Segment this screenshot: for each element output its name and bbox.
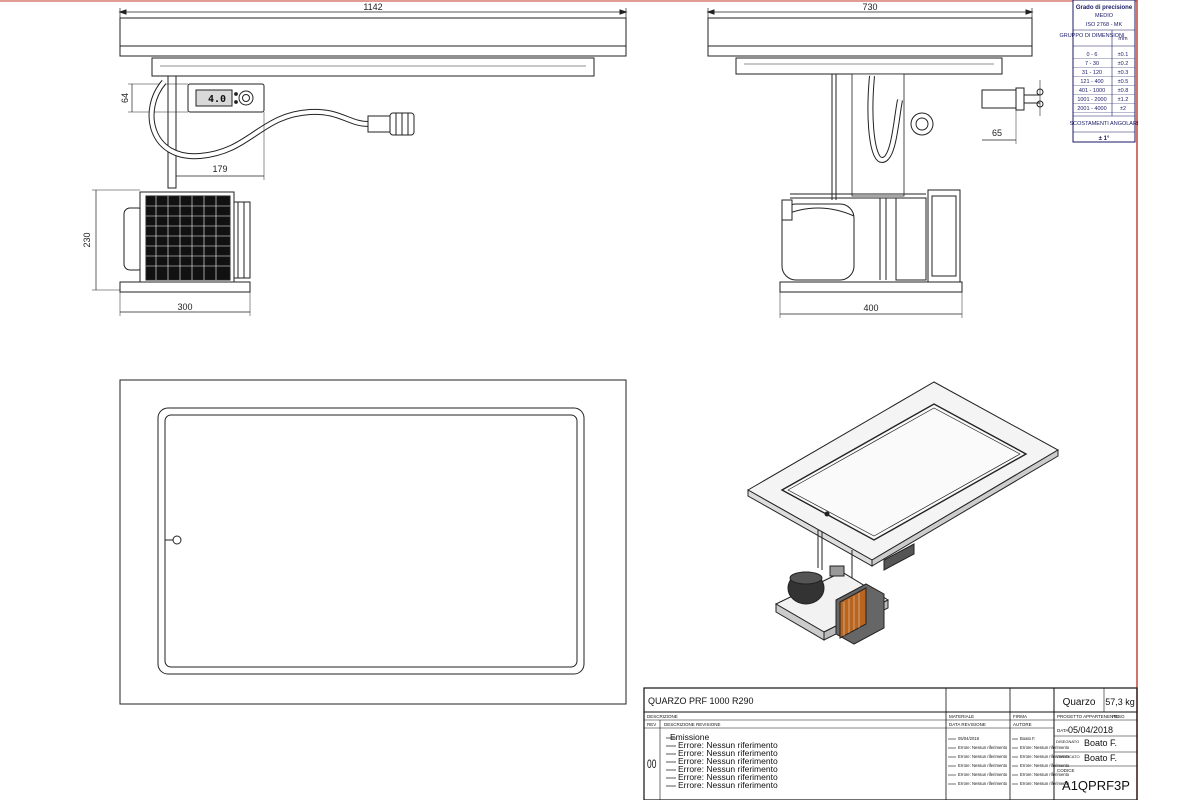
revision-author: Errore: Nessun riferimento [1020, 781, 1070, 786]
tolerance-row-range: 1001 - 2000 [1077, 97, 1106, 103]
tolerance-row-range: 7 - 30 [1085, 61, 1099, 67]
label-desc-revisione: DESCRIZIONE REVISIONE [664, 722, 721, 727]
dim-side-width: 730 [862, 2, 877, 12]
tolerance-col-mm: mm [1118, 36, 1128, 42]
tolerance-row-value: ±2 [1120, 106, 1126, 112]
title-block-weight: 57,3 kg [1105, 697, 1135, 707]
title-block-code: A1QPRF3P [1062, 778, 1130, 793]
title-block-title: QUARZO PRF 1000 R290 [648, 696, 754, 706]
label-materiale: MATERIALE [949, 714, 974, 719]
revision-author: Errore: Nessun riferimento [1020, 754, 1070, 759]
revision-line: Errore: Nessun riferimento [678, 780, 778, 790]
side-view [706, 8, 1044, 318]
dim-side-unit-width: 400 [863, 303, 878, 313]
revision-date: Errore: Nessun riferimento [958, 781, 1008, 786]
tolerance-col-group-text: GRUPPO DI DIMENSIONI [1059, 33, 1125, 39]
revision-line: Errore: Nessun riferimento [678, 748, 778, 758]
label-firma: FIRMA [1013, 714, 1027, 719]
tolerance-row-range: 401 - 1000 [1079, 88, 1105, 94]
tolerance-title: Grado di precisione [1076, 5, 1133, 11]
tolerance-row-value: ±1.2 [1118, 97, 1129, 103]
title-block-date: 05/04/2018 [1068, 725, 1113, 735]
tolerance-row-range: 0 - 6 [1086, 52, 1097, 58]
label-rev: REV [647, 722, 656, 727]
revision-author: Errore: Nessun riferimento [1020, 772, 1070, 777]
revision-line: Errore: Nessun riferimento [678, 772, 778, 782]
dim-cable-offset: 179 [212, 164, 227, 174]
tolerance-row-value: ±0.8 [1118, 88, 1129, 94]
controller-display-value: 4.0 [208, 94, 226, 105]
revision-line: Errore: Nessun riferimento [678, 764, 778, 774]
tolerance-row-value: ±0.3 [1118, 70, 1129, 76]
revision-line: Emissione [670, 732, 709, 742]
label-verificato: VERIFICATO [1056, 754, 1080, 759]
revision-date: Errore: Nessun riferimento [958, 745, 1008, 750]
label-peso: PESO [1112, 714, 1125, 719]
front-view [92, 8, 628, 316]
title-block-verifier: Boato F. [1084, 753, 1117, 763]
revision-line: Errore: Nessun riferimento [678, 740, 778, 750]
tolerance-row-range: 31 - 120 [1082, 70, 1102, 76]
revision-author: Errore: Nessun riferimento [1020, 745, 1070, 750]
dim-controller-height: 64 [120, 93, 130, 103]
revision-line: Errore: Nessun riferimento [678, 756, 778, 766]
tolerance-col-group: GRUPPO DI DIMENSIONI [1059, 33, 1125, 39]
dim-front-width: 1142 [363, 2, 382, 12]
top-view [119, 379, 627, 705]
label-data-revisione: DATA REVISIONE [949, 722, 986, 727]
tolerance-row-range: 2001 - 4000 [1077, 106, 1106, 112]
dim-unit-width: 300 [177, 302, 192, 312]
revision-author: Boato F. [1020, 736, 1035, 741]
tolerance-angles-value: ± 1° [1099, 136, 1110, 142]
dim-plug-depth: 65 [992, 128, 1002, 138]
label-descrizione: DESCRIZIONE [647, 714, 678, 719]
tolerance-table: Grado di precisione MEDIO ISO 2768 - MK … [1059, 0, 1139, 143]
label-disegnato: DISEGNATO [1056, 739, 1079, 744]
label-progetto: PROGETTO APPARTENENTE [1057, 714, 1119, 719]
title-block-material: Quarzo [1063, 697, 1096, 708]
title-block-rev-number: 00 [647, 759, 657, 772]
tolerance-row-value: ±0.2 [1118, 61, 1129, 67]
tolerance-row-value: ±0.5 [1118, 79, 1129, 85]
tolerance-angles-label: SCOSTAMENTI ANGOLARI [1070, 121, 1139, 127]
isometric-view [746, 381, 1060, 645]
revision-date: Errore: Nessun riferimento [958, 754, 1008, 759]
revision-date: 05/04/2018 [958, 736, 980, 741]
label-codice: CODICE [1057, 768, 1075, 773]
tolerance-rows: 0 - 6 ±0.1 7 - 30 ±0.2 31 - 120 ±0.3 121 - 400… [1073, 52, 1135, 113]
tolerance-standard: ISO 2768 - MK [1086, 22, 1123, 28]
revision-authors: Boato F.Errore: Nessun riferimentoErrore… [1012, 736, 1070, 786]
label-autore: AUTORE [1013, 722, 1032, 727]
label-data: DATA [1057, 728, 1068, 733]
revision-date: Errore: Nessun riferimento [958, 772, 1008, 777]
dim-unit-height: 230 [82, 232, 92, 247]
title-block [643, 687, 1138, 800]
tolerance-row-range: 121 - 400 [1080, 79, 1103, 85]
tolerance-row-value: ±0.1 [1118, 52, 1129, 58]
tolerance-grade: MEDIO [1095, 13, 1114, 19]
title-block-designer: Boato F. [1084, 738, 1117, 748]
revision-author: Errore: Nessun riferimento [1020, 763, 1070, 768]
revision-date: Errore: Nessun riferimento [958, 763, 1008, 768]
